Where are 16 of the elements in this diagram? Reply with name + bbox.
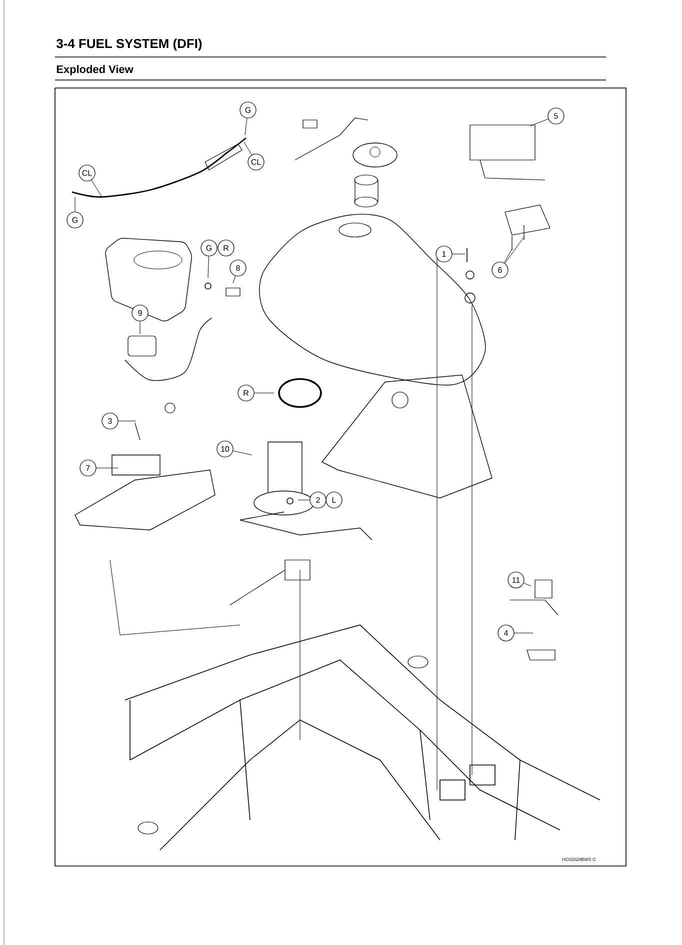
leader-line <box>504 236 524 264</box>
leader-line <box>254 392 274 394</box>
leader-line <box>232 276 236 284</box>
page-title: 3-4 FUEL SYSTEM (DFI) <box>56 38 202 51</box>
leader-line <box>244 118 248 136</box>
leader-line <box>504 248 512 264</box>
leader-line <box>208 256 209 278</box>
leader-line <box>523 582 532 586</box>
leader-line <box>514 632 534 634</box>
leader-line <box>530 118 548 126</box>
leader-line <box>74 196 76 212</box>
leader-line <box>232 450 252 456</box>
leader-line <box>244 142 252 156</box>
leader-line <box>118 420 136 422</box>
section-heading: Exploded View <box>56 65 134 76</box>
leader-line <box>91 180 102 198</box>
